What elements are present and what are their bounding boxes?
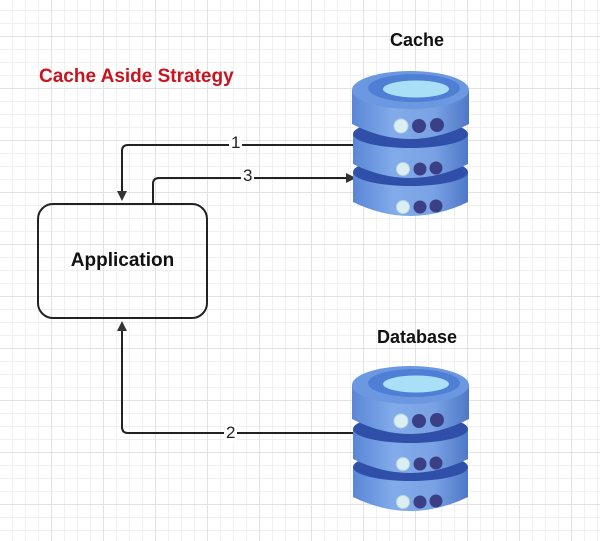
diagram-title: Cache Aside Strategy (39, 66, 234, 87)
cache-label: Cache (390, 30, 445, 50)
edge-3-label: 3 (241, 166, 255, 185)
database-label: Database (377, 327, 458, 347)
application-node[interactable]: Application (37, 203, 208, 319)
disk-top (352, 366, 469, 434)
cache-database-icon[interactable] (348, 62, 473, 227)
application-label: Application (70, 250, 175, 271)
edge-1-label: 1 (229, 133, 243, 152)
edge-2-label: 2 (224, 423, 238, 442)
edge-2-database-to-application (117, 321, 356, 434)
database-icon[interactable] (348, 357, 473, 522)
edge-1-cache-to-application (117, 144, 357, 201)
disk-top (352, 71, 469, 139)
